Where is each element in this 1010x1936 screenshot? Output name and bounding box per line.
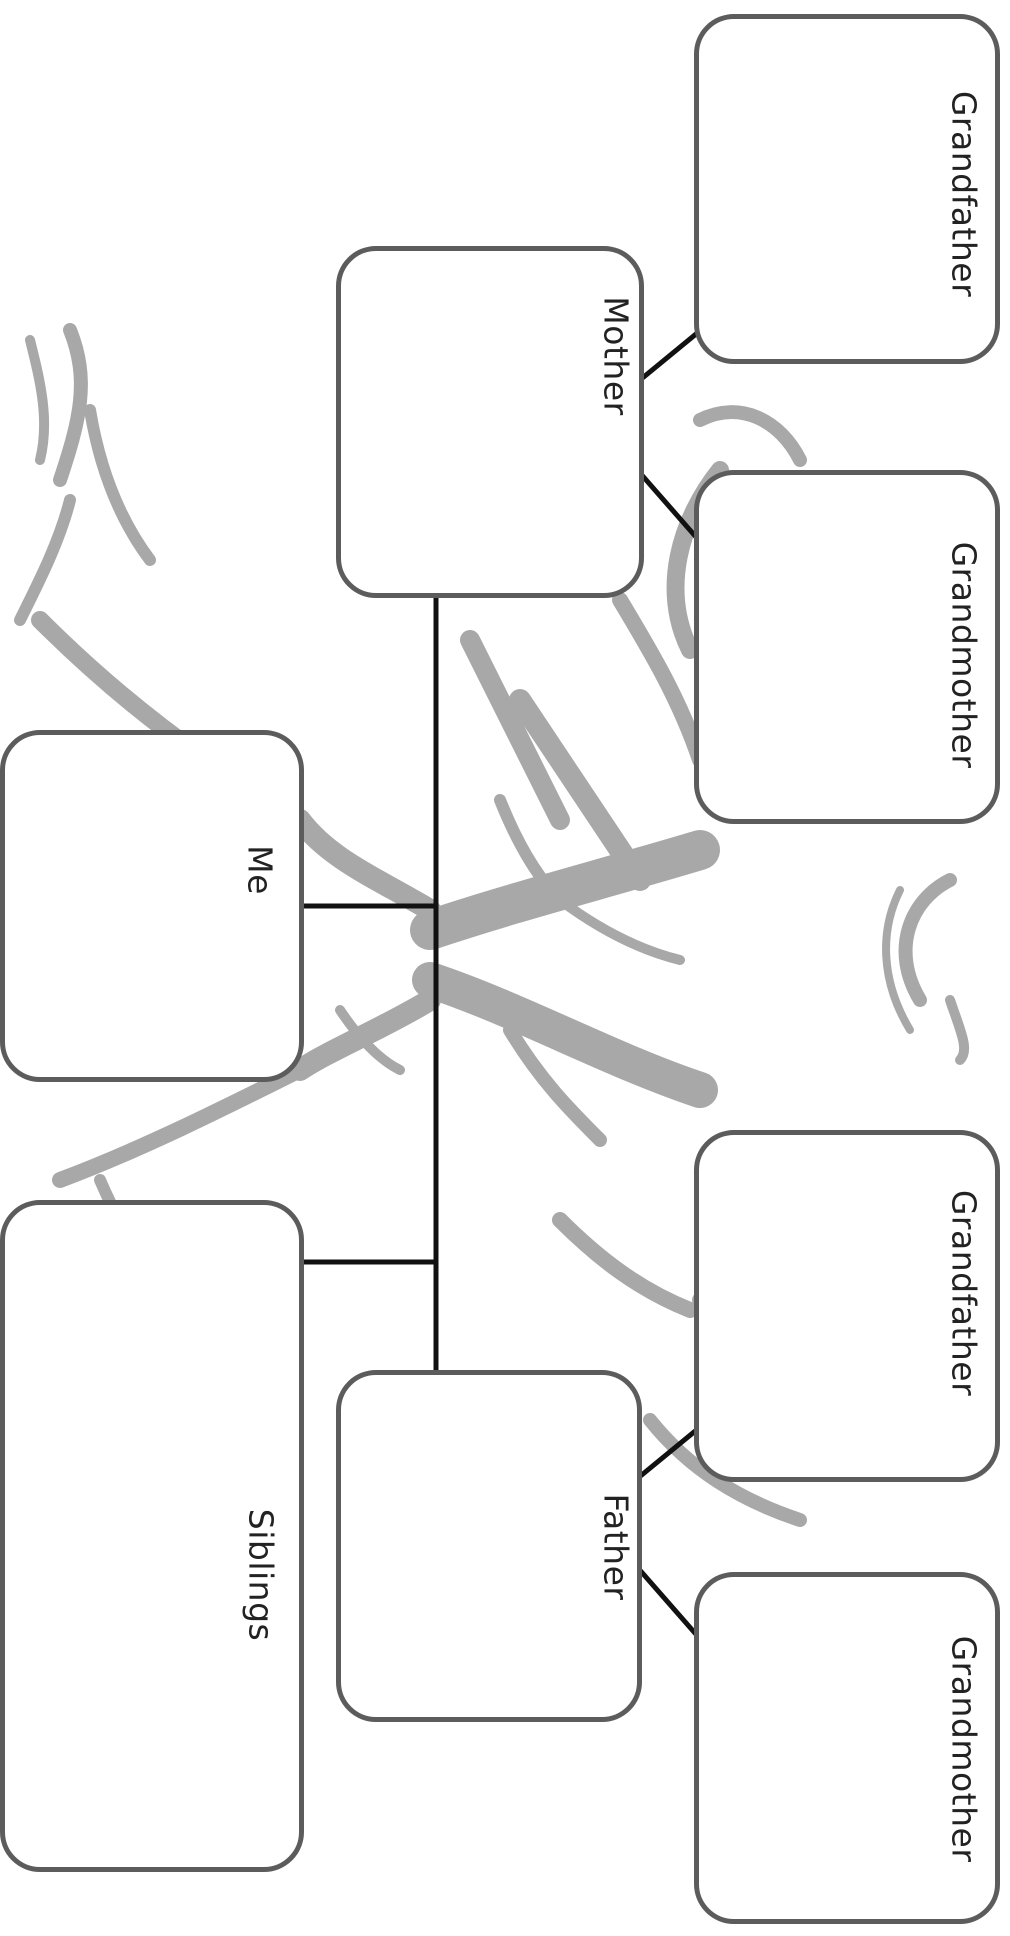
me-label: Me bbox=[241, 845, 280, 895]
paternal-grandmother-label: Grandmother bbox=[945, 1636, 984, 1863]
maternal-grandfather-box: Grandfather bbox=[694, 14, 1000, 364]
siblings-box: Siblings bbox=[0, 1200, 304, 1872]
mother-label: Mother bbox=[597, 296, 636, 415]
mother-box: Mother bbox=[336, 246, 644, 598]
father-box: Father bbox=[336, 1370, 642, 1722]
me-box: Me bbox=[0, 730, 304, 1082]
maternal-grandfather-label: Grandfather bbox=[945, 91, 984, 297]
siblings-label: Siblings bbox=[242, 1509, 281, 1641]
paternal-grandmother-box: Grandmother bbox=[694, 1572, 1000, 1924]
maternal-grandmother-label: Grandmother bbox=[945, 542, 984, 769]
maternal-grandmother-box: Grandmother bbox=[694, 470, 1000, 824]
paternal-grandfather-label: Grandfather bbox=[945, 1190, 984, 1396]
father-label: Father bbox=[597, 1494, 636, 1601]
paternal-grandfather-box: Grandfather bbox=[694, 1130, 1000, 1482]
